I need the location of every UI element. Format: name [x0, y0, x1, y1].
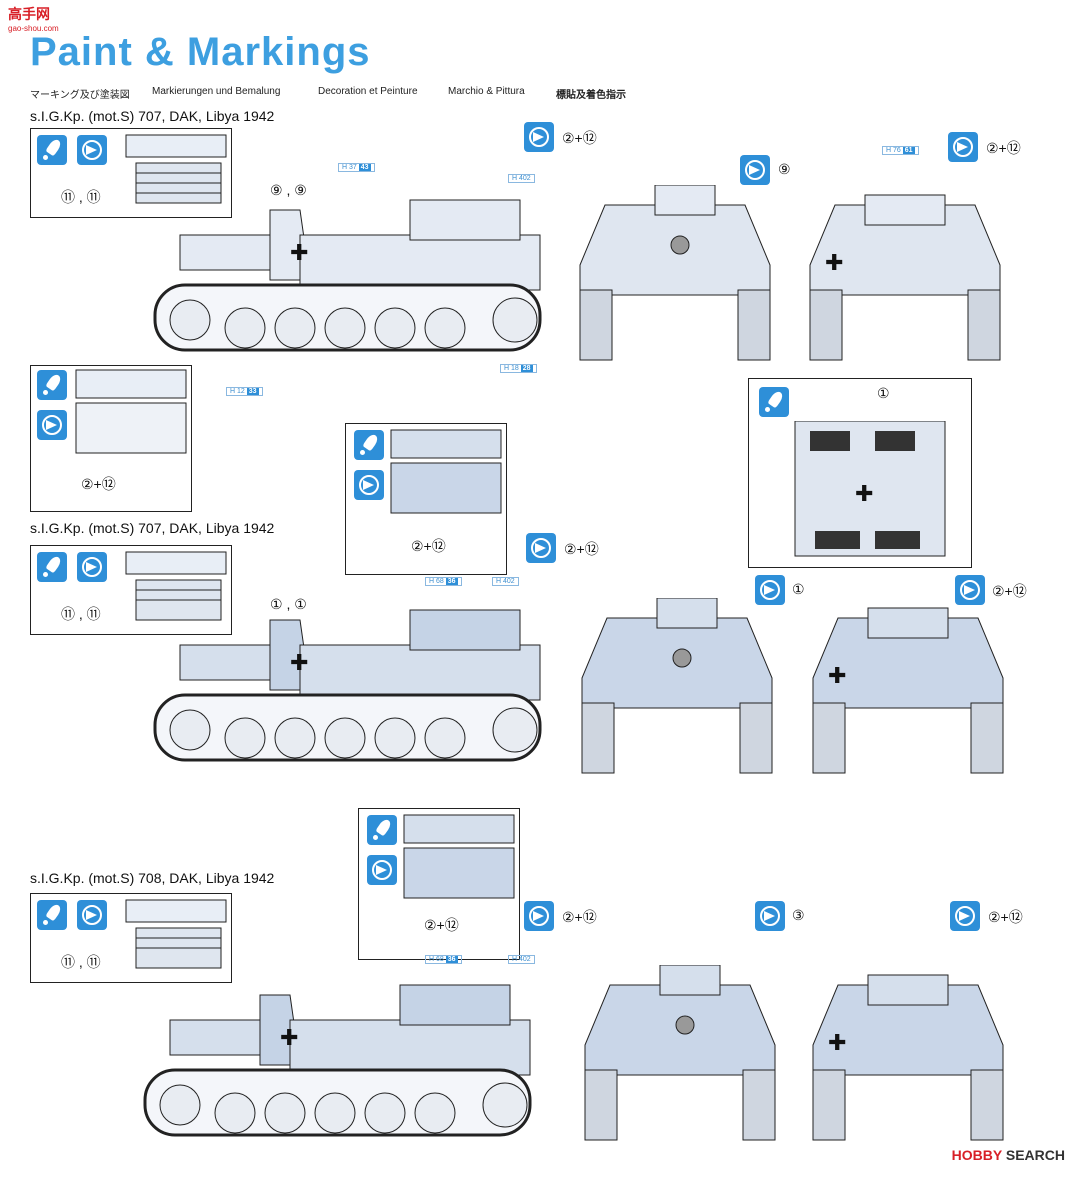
- paint-brush-icon: [37, 135, 67, 165]
- detail-drawing: [403, 814, 515, 899]
- detail-box-1: ⑪ , ⑪: [30, 128, 232, 218]
- svg-text:✚: ✚: [290, 650, 308, 675]
- front-view-1: [579, 185, 771, 361]
- rear-view-2: ✚: [812, 607, 1004, 774]
- decal-icon: [77, 135, 107, 165]
- svg-text:✚: ✚: [855, 481, 873, 506]
- decal-icon: [77, 552, 107, 582]
- decal-icon: [354, 470, 384, 500]
- svg-text:✚: ✚: [280, 1025, 298, 1050]
- rear-detail-drawing: [125, 899, 227, 969]
- decal-ref: ②+⑫: [986, 140, 1021, 156]
- decal-ref: ①: [792, 581, 805, 597]
- front-view-3: [584, 965, 776, 1141]
- page-title: Paint & Markings: [30, 30, 371, 74]
- engine-deck-detail: ① ✚: [748, 378, 972, 568]
- decal-icon: [37, 410, 67, 440]
- decal-icon: [740, 155, 770, 185]
- lang-it: Marchio & Pittura: [448, 86, 525, 97]
- color-code: H 76 61: [882, 146, 919, 155]
- front-view-2: [581, 598, 773, 774]
- lang-de: Markierungen und Bemalung: [152, 86, 281, 97]
- decal-ref: ⑪ , ⑪: [61, 606, 101, 622]
- decal-ref: ②+⑫: [81, 476, 116, 492]
- paint-brush-icon: [37, 552, 67, 582]
- decal-ref: ②+⑫: [562, 909, 597, 925]
- decal-icon: [948, 132, 978, 162]
- color-code: H 402: [508, 955, 535, 964]
- decal-icon: [524, 122, 554, 152]
- decal-ref: ②+⑫: [564, 541, 599, 557]
- decal-ref: ③: [792, 907, 805, 923]
- svg-text:✚: ✚: [825, 250, 843, 275]
- callout-box-1: ②+⑫: [30, 365, 192, 512]
- decal-ref: ⑨: [778, 161, 791, 177]
- svg-text:✚: ✚: [828, 1030, 846, 1055]
- decal-icon: [77, 900, 107, 930]
- decal-ref: ⑨ , ⑨: [270, 182, 307, 198]
- svg-text:✚: ✚: [828, 663, 846, 688]
- lang-zh: 標貼及着色指示: [556, 90, 626, 101]
- detail-drawing: [75, 369, 187, 454]
- rear-view-3: ✚: [812, 974, 1004, 1141]
- decal-ref: ②+⑫: [992, 583, 1027, 599]
- decal-icon: [755, 575, 785, 605]
- decal-ref: ①: [877, 385, 890, 401]
- section-1-title: s.I.G.Kp. (mot.S) 707, DAK, Libya 1942: [30, 108, 275, 124]
- color-code: H 68 36: [425, 955, 462, 964]
- section-2-title: s.I.G.Kp. (mot.S) 707, DAK, Libya 1942: [30, 520, 275, 536]
- svg-text:✚: ✚: [290, 240, 308, 265]
- side-view-2: ✚: [153, 609, 542, 762]
- decal-icon: [950, 901, 980, 931]
- color-code: H 12 33: [226, 387, 263, 396]
- decal-ref: ②+⑫: [988, 909, 1023, 925]
- paint-brush-icon: [37, 370, 67, 400]
- decal-ref: ②+⑫: [562, 130, 597, 146]
- color-code: H 402: [492, 577, 519, 586]
- decal-ref: ⑪ , ⑪: [61, 189, 101, 205]
- paint-brush-icon: [37, 900, 67, 930]
- decal-ref: ① , ①: [270, 596, 307, 612]
- rear-detail-drawing: [125, 551, 227, 621]
- side-view-3: ✚: [143, 984, 532, 1137]
- decal-icon: [526, 533, 556, 563]
- engine-deck-drawing: ✚: [794, 421, 946, 557]
- side-view-1: ✚: [153, 199, 542, 352]
- lang-fr: Decoration et Peinture: [318, 86, 418, 97]
- decal-icon: [367, 855, 397, 885]
- color-code: H 68 36: [425, 577, 462, 586]
- decal-ref: ②+⑫: [411, 538, 446, 554]
- decal-icon: [955, 575, 985, 605]
- paint-brush-icon: [354, 430, 384, 460]
- decal-ref: ⑪ , ⑪: [61, 954, 101, 970]
- detail-box-3: ⑪ , ⑪: [30, 893, 232, 983]
- detail-drawing: [390, 429, 502, 514]
- decal-icon: [524, 901, 554, 931]
- color-code: H 37 43: [338, 163, 375, 172]
- color-code: H 402: [508, 174, 535, 183]
- color-code: H 18 28: [500, 364, 537, 373]
- rear-detail-drawing: [125, 134, 227, 204]
- watermark: HOBBY SEARCH: [951, 1147, 1065, 1163]
- rear-view-1: ✚: [809, 194, 1001, 361]
- paint-brush-icon: [367, 815, 397, 845]
- detail-box-2: ⑪ , ⑪: [30, 545, 232, 635]
- callout-box-2: ②+⑫: [345, 423, 507, 575]
- paint-brush-icon: [759, 387, 789, 417]
- section-3-title: s.I.G.Kp. (mot.S) 708, DAK, Libya 1942: [30, 870, 275, 886]
- lang-ja: マーキング及び塗装図: [30, 90, 130, 101]
- decal-icon: [755, 901, 785, 931]
- decal-ref: ②+⑫: [424, 917, 459, 933]
- callout-box-3: ②+⑫: [358, 808, 520, 960]
